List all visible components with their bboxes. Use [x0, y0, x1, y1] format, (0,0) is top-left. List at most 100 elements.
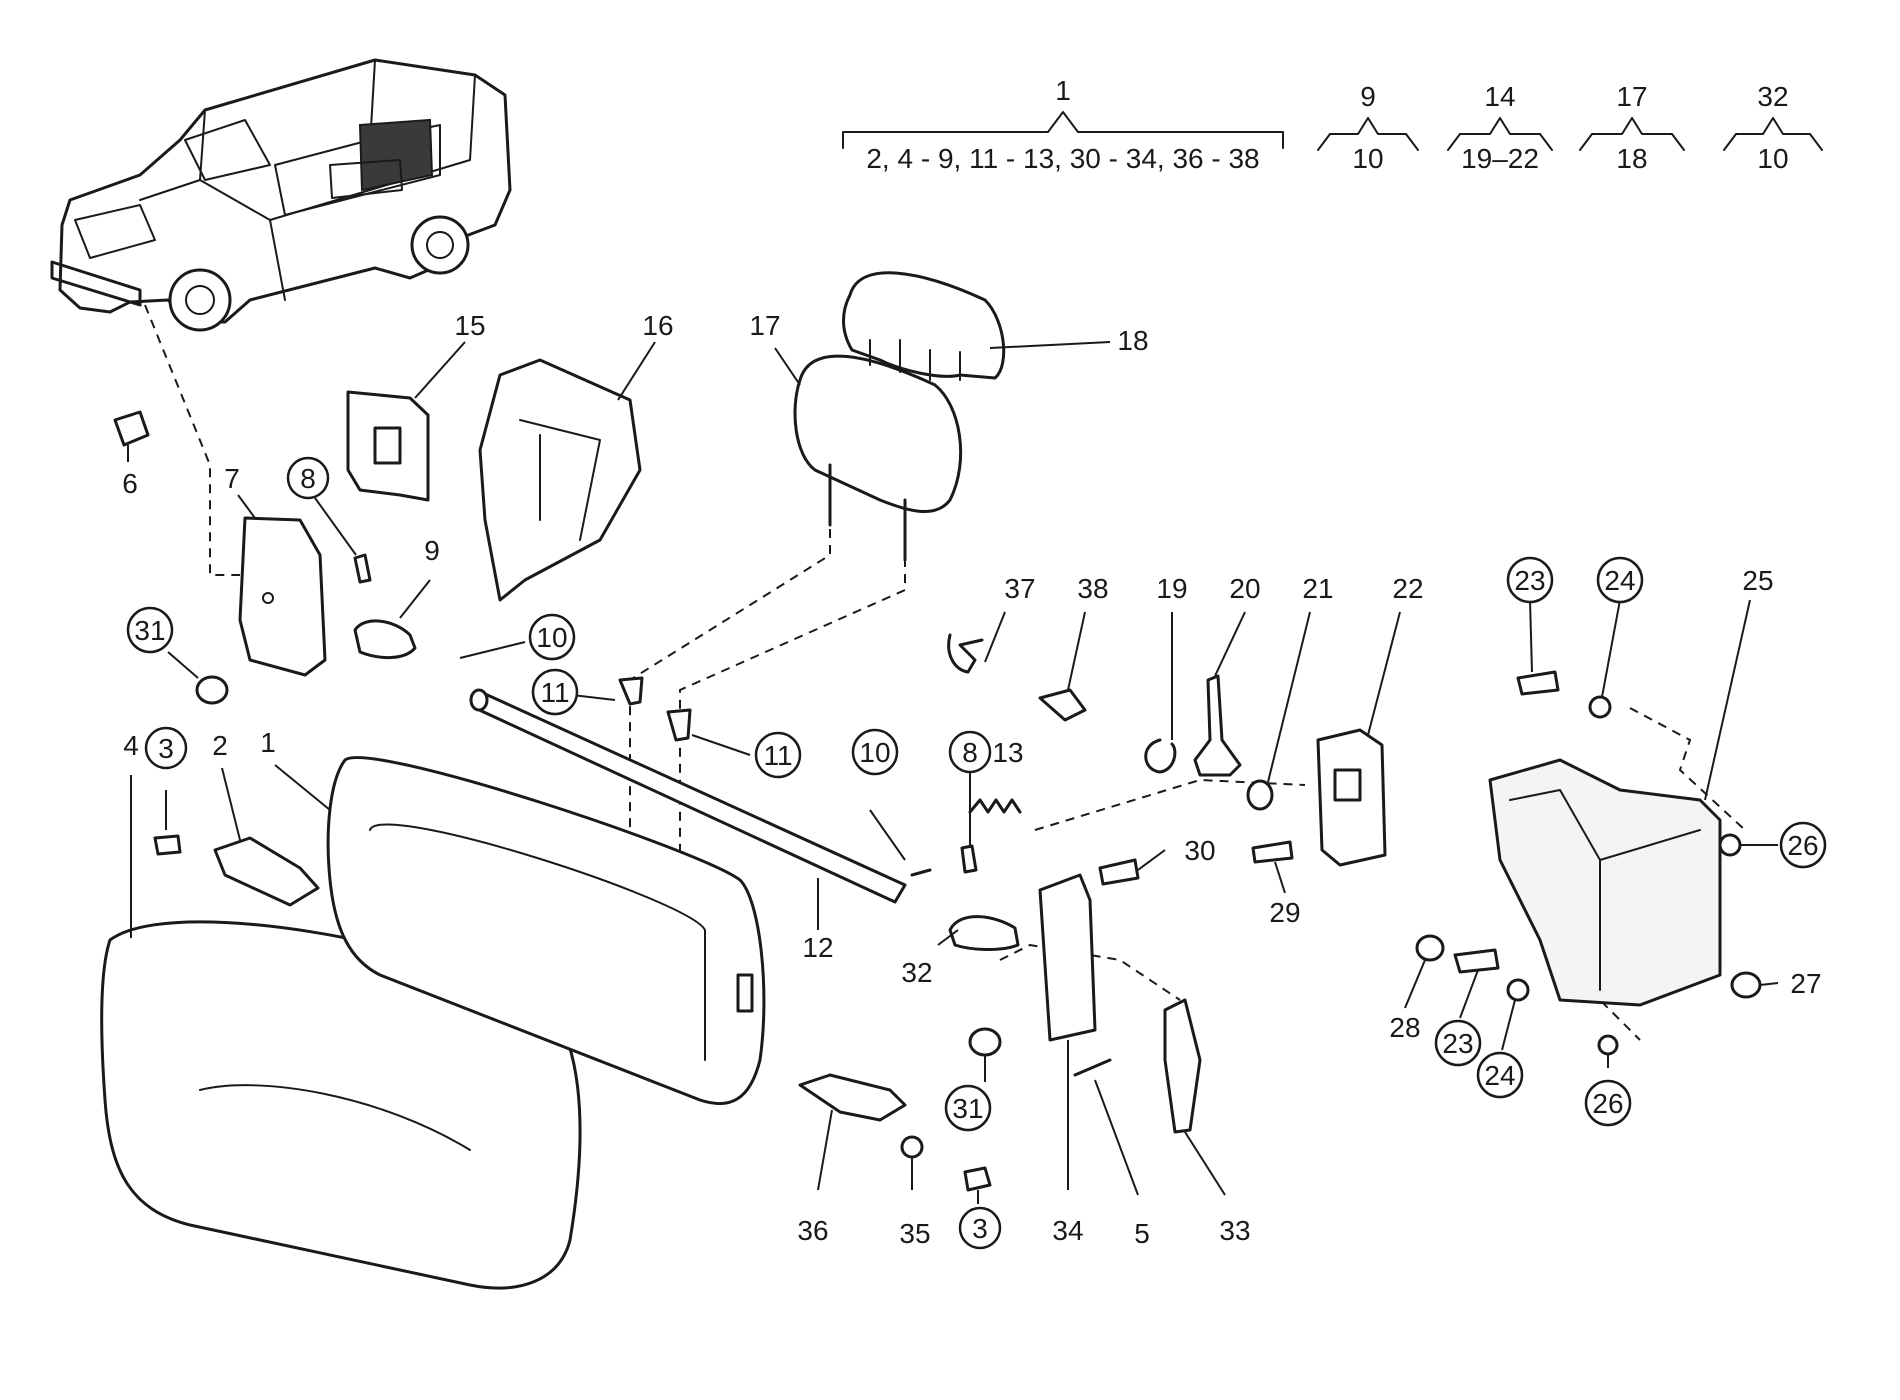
callout-23a: 23 — [1514, 565, 1545, 596]
part-16-edges — [519, 419, 601, 541]
callout-10b: 10 — [859, 737, 890, 768]
part-8-pin-bottom — [960, 844, 978, 874]
leader-17 — [774, 347, 801, 386]
callout-9: 9 — [424, 535, 440, 566]
callout-15: 15 — [454, 310, 485, 341]
part-23-bolt-top — [1516, 670, 1560, 696]
callout-24a-ring — [1596, 556, 1644, 604]
group-1-bracket — [842, 111, 1284, 149]
leader-11b — [691, 734, 751, 756]
callout-16: 16 — [642, 310, 673, 341]
part-9-latch-cam — [353, 619, 417, 659]
group-legend: 1 2, 4 - 9, 11 - 13, 30 - 34, 36 - 38 9 … — [842, 75, 1823, 174]
group-32-parent: 32 — [1757, 81, 1788, 112]
vehicle-windshield — [184, 119, 271, 181]
leader-10b — [869, 809, 906, 861]
callout-23b-ring — [1434, 1019, 1482, 1067]
group-1-parent: 1 — [1055, 75, 1071, 106]
callout-32: 32 — [901, 957, 932, 988]
part-25-mounting-bracket — [1488, 758, 1722, 1007]
callout-19: 19 — [1156, 573, 1187, 604]
leader-29 — [1274, 861, 1286, 894]
callout-3b: 3 — [972, 1213, 988, 1244]
callout-24a: 24 — [1604, 565, 1635, 596]
callout-24b-ring — [1476, 1051, 1524, 1099]
callouts: 15 16 17 18 6 7 8 9 31 10 11 11 4 3 2 1 … — [122, 310, 1827, 1250]
callout-4: 4 — [123, 730, 139, 761]
part-24-washer-bottom — [1506, 978, 1530, 1002]
leader-37 — [984, 611, 1006, 663]
group-1: 1 2, 4 - 9, 11 - 13, 30 - 34, 36 - 38 — [842, 75, 1284, 174]
part-29-bolt — [1251, 840, 1294, 864]
leader-2 — [221, 767, 241, 841]
part-24-washer-top — [1588, 695, 1612, 719]
part-13-spring — [968, 798, 1022, 814]
group-17-parent: 17 — [1616, 81, 1647, 112]
callout-31a-ring — [126, 606, 174, 654]
guide-6-to-7 — [144, 304, 240, 576]
leader-38 — [1067, 611, 1086, 691]
callout-31a: 31 — [134, 615, 165, 646]
leader-9 — [399, 579, 431, 619]
part-38-clip — [1038, 688, 1087, 722]
part-11-pin-right — [666, 708, 692, 742]
part-1-latch — [736, 973, 754, 1013]
part-23-bolt-bottom — [1453, 948, 1500, 974]
group-32-children: 10 — [1757, 143, 1788, 174]
part-26-washer-bottom — [1597, 1034, 1619, 1056]
callout-8a: 8 — [300, 463, 316, 494]
leader-30 — [1137, 849, 1166, 871]
leader-28 — [1404, 959, 1426, 1009]
callout-36: 36 — [797, 1215, 828, 1246]
leader-8a — [314, 497, 357, 556]
leader-7 — [237, 494, 256, 519]
leader-10a — [459, 641, 526, 659]
callout-26a-ring — [1779, 821, 1827, 869]
part-20-lever-arm — [1193, 674, 1242, 777]
callout-8b-ring — [948, 730, 992, 774]
vehicle-front-hub — [185, 285, 215, 315]
part-2-hinge — [213, 836, 320, 907]
part-32-lower-latch — [948, 915, 1020, 952]
callout-10a-ring — [528, 613, 576, 661]
part-26-washer-top — [1718, 833, 1742, 857]
vehicle-side-window — [274, 124, 441, 216]
callout-29: 29 — [1269, 897, 1300, 928]
group-14: 14 19–22 — [1447, 81, 1553, 174]
callout-28: 28 — [1389, 1012, 1420, 1043]
leader-32 — [937, 929, 959, 946]
leader-15 — [414, 341, 466, 399]
leader-22 — [1367, 611, 1401, 736]
vehicle-bumper — [50, 260, 142, 307]
callout-7: 7 — [224, 463, 240, 494]
part-31-plug-bottom — [968, 1027, 1002, 1057]
part-3-screw-bottom — [963, 1166, 992, 1192]
callout-35: 35 — [899, 1218, 930, 1249]
callout-25: 25 — [1742, 565, 1773, 596]
part-19-circlip — [1144, 738, 1177, 774]
part-8-pin-top — [353, 553, 372, 584]
callout-11b: 11 — [763, 740, 792, 771]
callout-2: 2 — [212, 730, 228, 761]
guide-24-to-25 — [1629, 707, 1746, 831]
part-28-grommet — [1415, 934, 1445, 962]
part-7-hole — [262, 592, 274, 604]
part-18-cover-folds — [869, 339, 961, 381]
part-11-pin-left — [618, 676, 644, 706]
group-17-bracket — [1579, 117, 1685, 151]
callout-20: 20 — [1229, 573, 1260, 604]
group-32: 32 10 — [1723, 81, 1823, 174]
leader-16 — [617, 341, 656, 401]
guide-30-to-22 — [1034, 778, 1306, 831]
part-17-headrest-posts — [828, 463, 907, 562]
vehicle-rear-hub — [426, 231, 454, 259]
part-27-grommet — [1730, 971, 1762, 999]
part-4-crease — [199, 1084, 471, 1151]
callout-26b: 26 — [1592, 1088, 1623, 1119]
callout-23b: 23 — [1442, 1028, 1473, 1059]
callout-26a: 26 — [1787, 830, 1818, 861]
leader-33 — [1184, 1131, 1226, 1196]
leader-11a — [571, 694, 616, 701]
vehicle-highlight-seat — [329, 159, 403, 199]
leader-36 — [817, 1109, 833, 1191]
